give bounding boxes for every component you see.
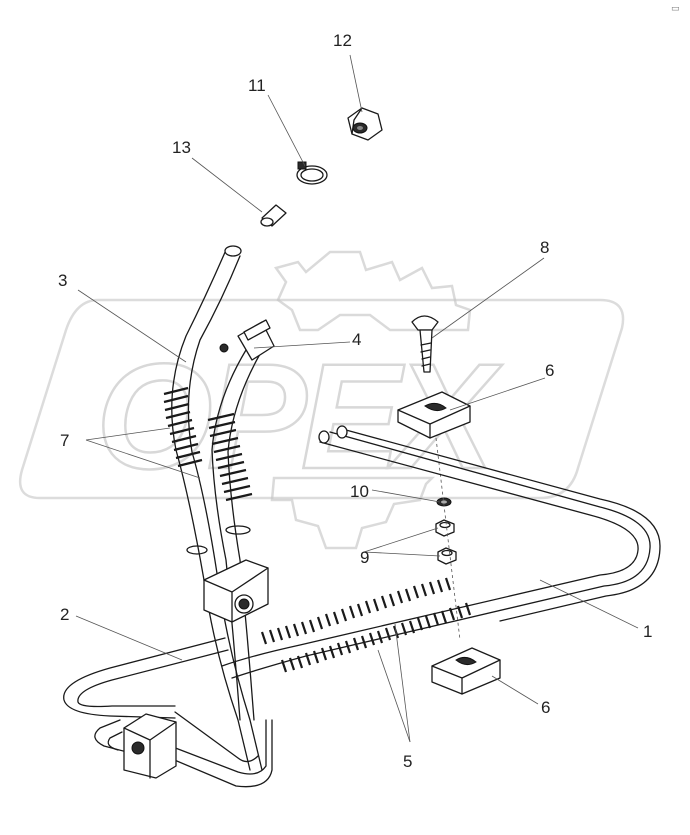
part-6-upper-block bbox=[397, 391, 471, 439]
part-13-sleeve bbox=[260, 204, 287, 227]
callout-13: 13 bbox=[172, 138, 191, 157]
part-7-springs bbox=[163, 386, 253, 502]
callout-7: 7 bbox=[60, 431, 69, 450]
watermark-gear-icon bbox=[270, 250, 472, 550]
part-9-nut-lower bbox=[437, 547, 457, 565]
leader-lines bbox=[75, 54, 639, 743]
watermark-badge-outline bbox=[18, 298, 625, 500]
callout-4: 4 bbox=[352, 330, 361, 349]
part-12-nut bbox=[347, 107, 383, 141]
callout-1: 1 bbox=[643, 622, 652, 641]
callout-5: 5 bbox=[403, 752, 412, 771]
callout-3: 3 bbox=[58, 271, 67, 290]
part-9-nut-upper bbox=[435, 519, 455, 537]
part-2-tube-frame bbox=[63, 637, 273, 788]
upper-hose-block bbox=[203, 559, 269, 623]
callout-6-upper: 6 bbox=[545, 361, 554, 380]
callout-11: 11 bbox=[248, 76, 266, 95]
corner-mark: ▭ bbox=[671, 3, 680, 13]
callout-9: 9 bbox=[360, 548, 369, 567]
part-6-lower-block bbox=[431, 647, 501, 695]
part-3-hose bbox=[171, 245, 263, 771]
callout-12: 12 bbox=[333, 31, 352, 50]
part-1-tube bbox=[221, 425, 661, 679]
part-4-hose-fitting bbox=[211, 319, 275, 721]
callout-labels: 12 11 13 8 3 4 6 7 10 9 2 1 6 5 bbox=[58, 31, 652, 771]
callout-10: 10 bbox=[350, 482, 369, 501]
part-11-clamp bbox=[296, 161, 328, 185]
part-5-sleeves bbox=[260, 577, 472, 673]
callout-6-lower: 6 bbox=[541, 698, 550, 717]
part-8-bolt bbox=[411, 315, 439, 373]
callout-8: 8 bbox=[540, 238, 549, 257]
watermark: OPEX bbox=[18, 250, 625, 550]
callout-2: 2 bbox=[60, 605, 69, 624]
